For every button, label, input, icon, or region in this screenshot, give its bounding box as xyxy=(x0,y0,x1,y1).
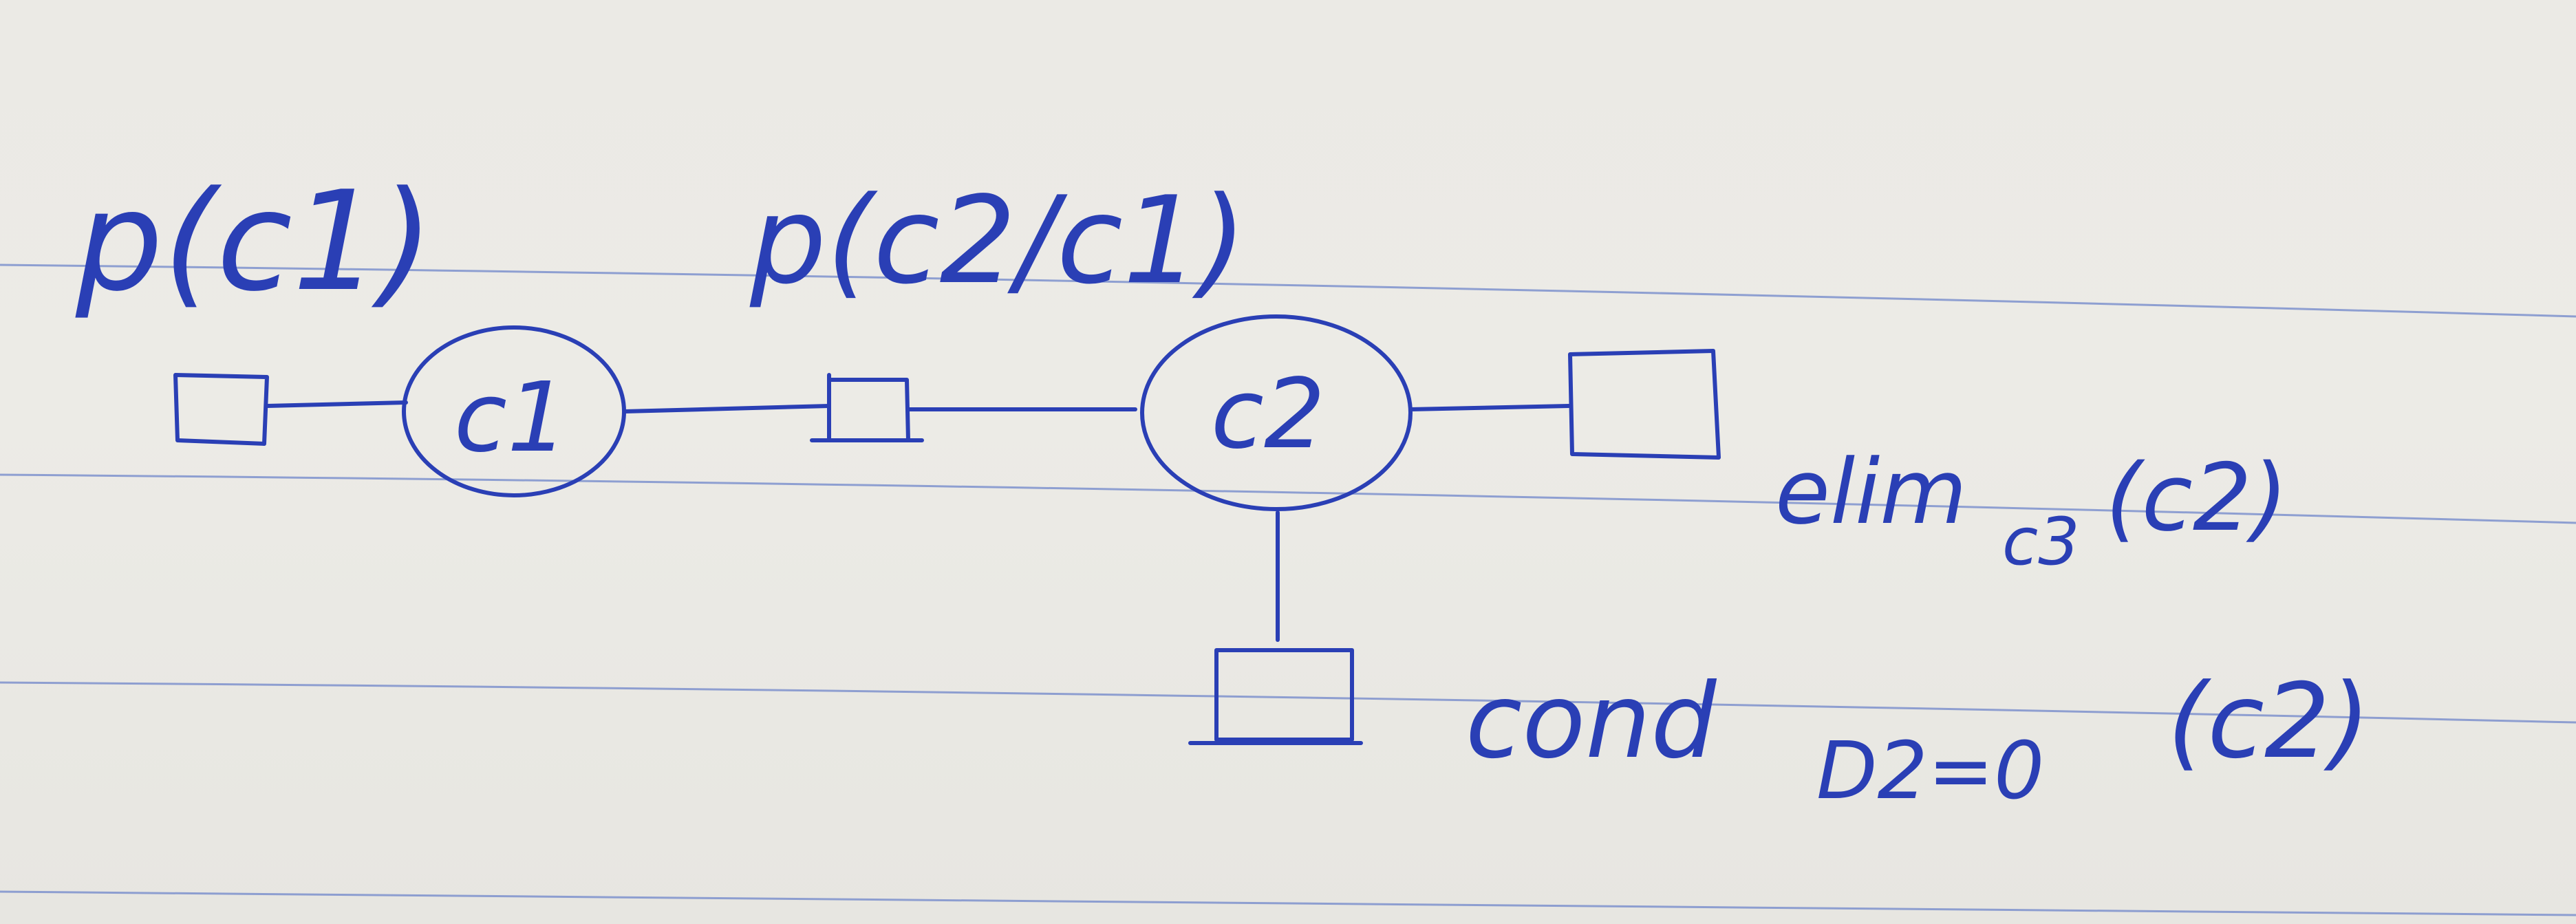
factor-node-cond xyxy=(1188,648,1363,745)
ruled-line xyxy=(0,890,2576,916)
label-elim-subscript: c3 xyxy=(2002,504,2080,580)
edge-c1-conditional xyxy=(623,404,831,413)
factor-node-prior-c1 xyxy=(173,373,269,446)
ruled-line xyxy=(0,681,2576,724)
label-node-c1: c1 xyxy=(454,362,568,474)
variable-node-c2 xyxy=(1140,314,1413,511)
label-p-c1: p(c1) xyxy=(75,162,433,322)
ruled-line xyxy=(0,473,2576,524)
edge-prior-c1 xyxy=(265,400,408,408)
factor-node-elim xyxy=(1568,349,1721,460)
ruled-line xyxy=(0,264,2576,318)
label-cond-argument: (c2) xyxy=(2167,662,2370,782)
label-cond: cond xyxy=(1466,662,1717,782)
label-elim-argument: (c2) xyxy=(2105,444,2288,552)
factor-node-conditional xyxy=(810,373,924,442)
label-cond-subscript: D2=0 xyxy=(1816,725,2044,817)
edge-c2-elim xyxy=(1408,404,1571,411)
label-node-c2: c2 xyxy=(1211,358,1325,471)
label-elim: elim xyxy=(1775,440,1967,544)
label-p-c2-given-c1: p(c2/c1) xyxy=(749,171,1247,311)
